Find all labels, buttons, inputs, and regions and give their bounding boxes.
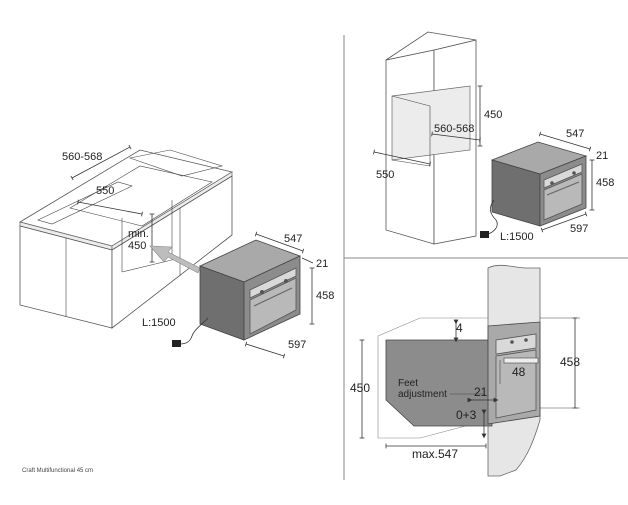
label-tr-cable-length: L:1500 <box>500 231 534 243</box>
sink-cutout-left <box>37 181 133 225</box>
oven-section-door <box>495 349 537 419</box>
dim-line-tall-niche-width <box>431 131 481 143</box>
label-tr-oven-height: 458 <box>596 177 614 189</box>
oven-section-handle <box>503 357 539 364</box>
power-plug <box>172 340 181 347</box>
label-tr-front-offset: 21 <box>596 150 608 162</box>
label-tall-niche-depth: 550 <box>376 169 394 181</box>
dim-line-niche-width <box>70 144 132 181</box>
left-panel-undercounter: 560-568 550 min. 450 547 21 458 597 L:15… <box>18 144 334 359</box>
dim-line-oven-width <box>254 231 305 254</box>
oven-tr-knob-2 <box>572 171 576 175</box>
power-cable <box>179 317 209 345</box>
dim-line-tr-oven-depth <box>540 211 588 233</box>
label-top-gap: 4 <box>456 321 463 335</box>
oven-section-knob-2 <box>524 338 528 342</box>
label-feet-range: 0+3 <box>456 408 477 422</box>
oven-left-knob-2 <box>284 279 288 283</box>
label-min-height: min. <box>128 228 149 240</box>
dim-line-oven-depth <box>244 341 286 359</box>
insert-arrow <box>149 245 201 274</box>
label-tall-niche-width: 560-568 <box>434 123 474 135</box>
label-oven-width: 547 <box>284 233 302 245</box>
label-tr-oven-depth: 597 <box>570 223 588 235</box>
label-oven-depth: 597 <box>288 339 306 351</box>
label-section-niche-height: 450 <box>350 381 370 395</box>
caption: Craft Multifunctional 45 cm <box>22 468 93 474</box>
dim-line-niche-depth <box>77 199 143 217</box>
tr-power-plug <box>480 231 489 238</box>
label-niche-depth: 550 <box>96 185 114 197</box>
label-min-height-value: 450 <box>128 240 146 252</box>
dim-line-tr-oven-width <box>538 131 592 152</box>
label-section-front-offset: 21 <box>474 385 488 399</box>
niche-floor <box>121 257 181 273</box>
oven-tr-handle <box>546 181 580 196</box>
tr-power-cable <box>487 199 498 235</box>
label-tall-niche-height: 450 <box>484 109 502 121</box>
dim-line-tall-niche-depth <box>373 149 431 167</box>
label-niche-width: 560-568 <box>62 151 102 163</box>
top-right-panel-tall-unit: 450 560-568 550 547 21 458 597 L:1500 <box>373 31 614 245</box>
oven-section-body <box>385 339 493 427</box>
oven-tr-door <box>543 173 583 221</box>
oven-left-knob-1 <box>260 290 264 294</box>
bottom-right-panel-section: 4 450 458 Feet adjustment 21 0+3 48 max.… <box>350 264 580 477</box>
label-feet-1: Feet <box>398 378 418 389</box>
dim-line-front-offset <box>301 257 314 264</box>
label-handle-depth: 48 <box>512 365 526 379</box>
label-section-oven-height: 458 <box>560 355 580 369</box>
label-tr-oven-width: 547 <box>566 128 584 140</box>
label-oven-height: 458 <box>316 290 334 302</box>
label-max-depth: max.547 <box>412 447 458 461</box>
tall-cabinet-top <box>385 31 477 61</box>
label-oven-front-offset: 21 <box>316 258 328 270</box>
label-feet-2: adjustment <box>398 389 447 400</box>
oven-tr-control-panel <box>543 163 583 189</box>
oven-section-knob-1 <box>510 340 514 344</box>
oven-tr-knob-1 <box>550 181 554 185</box>
sink-cutout-right <box>128 149 224 177</box>
tall-niche-edge-1 <box>391 95 431 107</box>
oven-left-handle <box>253 287 293 307</box>
label-cable-length: L:1500 <box>142 317 176 329</box>
